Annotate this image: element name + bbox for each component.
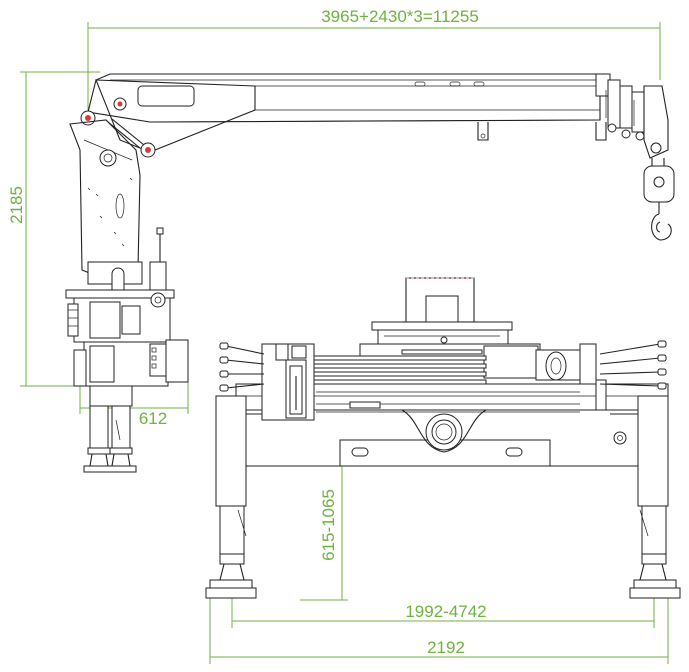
mast-side-view bbox=[65, 119, 189, 473]
mast-height-dimension: 2185 bbox=[7, 186, 26, 224]
boom-reach-dimension: 3965+2430*3=11255 bbox=[321, 7, 479, 26]
hydraulic-hoses bbox=[313, 355, 580, 413]
boom-side-view bbox=[80, 73, 675, 241]
outrigger-stroke-dimension: 615-1065 bbox=[319, 489, 338, 561]
right-outrigger bbox=[629, 395, 681, 599]
front-view bbox=[205, 277, 681, 599]
dimension-lines bbox=[20, 22, 669, 664]
mast-width-dimension: 612 bbox=[139, 409, 167, 428]
outrigger-span-dimension: 1992-4742 bbox=[405, 602, 486, 621]
left-outrigger bbox=[205, 395, 257, 599]
overall-width-dimension: 2192 bbox=[427, 638, 465, 657]
